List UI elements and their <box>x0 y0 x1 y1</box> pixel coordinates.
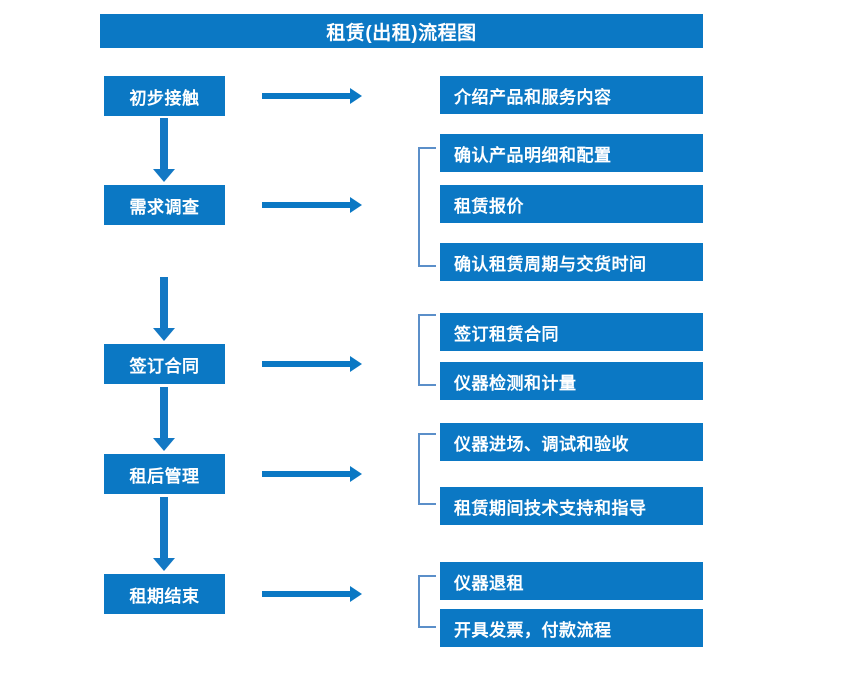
detail-box-租赁期间技术支持和指导[interactable]: 租赁期间技术支持和指导 <box>440 487 703 525</box>
stage-box-初步接触[interactable]: 初步接触 <box>104 76 225 116</box>
arrow-head-icon <box>350 356 362 372</box>
horizontal-arrow-stage-4 <box>262 464 362 484</box>
group-bracket-签订合同 <box>418 314 436 386</box>
arrow-head-icon <box>153 328 175 341</box>
arrow-head-icon <box>153 438 175 451</box>
arrow-head-icon <box>350 466 362 482</box>
detail-box-确认产品明细和配置[interactable]: 确认产品明细和配置 <box>440 134 703 172</box>
diagram-title: 租赁(出租)流程图 <box>100 14 703 48</box>
group-bracket-租期结束 <box>418 575 436 628</box>
arrow-head-icon <box>350 197 362 213</box>
detail-box-确认租赁周期与交货时间[interactable]: 确认租赁周期与交货时间 <box>440 243 703 281</box>
arrow-shaft <box>262 471 350 477</box>
arrow-shaft <box>160 387 168 438</box>
detail-box-仪器退租[interactable]: 仪器退租 <box>440 562 703 600</box>
detail-box-开具发票付款流程[interactable]: 开具发票，付款流程 <box>440 609 703 647</box>
stage-box-租后管理[interactable]: 租后管理 <box>104 454 225 494</box>
vertical-arrow-2-to-3 <box>153 277 175 341</box>
stage-box-签订合同[interactable]: 签订合同 <box>104 344 225 384</box>
arrow-shaft <box>160 277 168 328</box>
detail-box-仪器检测和计量[interactable]: 仪器检测和计量 <box>440 362 703 400</box>
group-bracket-租后管理 <box>418 433 436 505</box>
arrow-shaft <box>262 591 350 597</box>
detail-box-签订租赁合同[interactable]: 签订租赁合同 <box>440 313 703 351</box>
arrow-head-icon <box>350 586 362 602</box>
detail-box-介绍产品和服务内容[interactable]: 介绍产品和服务内容 <box>440 76 703 114</box>
stage-box-租期结束[interactable]: 租期结束 <box>104 574 225 614</box>
arrow-head-icon <box>350 88 362 104</box>
arrow-shaft <box>262 361 350 367</box>
arrow-shaft <box>262 202 350 208</box>
vertical-arrow-1-to-2 <box>153 118 175 182</box>
horizontal-arrow-stage-5 <box>262 584 362 604</box>
horizontal-arrow-stage-1 <box>262 86 362 106</box>
vertical-arrow-3-to-4 <box>153 387 175 451</box>
detail-box-租赁报价[interactable]: 租赁报价 <box>440 185 703 223</box>
arrow-shaft <box>160 118 168 169</box>
detail-box-仪器进场调试和验收[interactable]: 仪器进场、调试和验收 <box>440 423 703 461</box>
arrow-shaft <box>262 93 350 99</box>
arrow-head-icon <box>153 169 175 182</box>
arrow-shaft <box>160 497 168 558</box>
vertical-arrow-4-to-5 <box>153 497 175 571</box>
group-bracket-需求调查 <box>418 147 436 267</box>
horizontal-arrow-stage-2 <box>262 195 362 215</box>
stage-box-需求调查[interactable]: 需求调查 <box>104 185 225 225</box>
horizontal-arrow-stage-3 <box>262 354 362 374</box>
arrow-head-icon <box>153 558 175 571</box>
